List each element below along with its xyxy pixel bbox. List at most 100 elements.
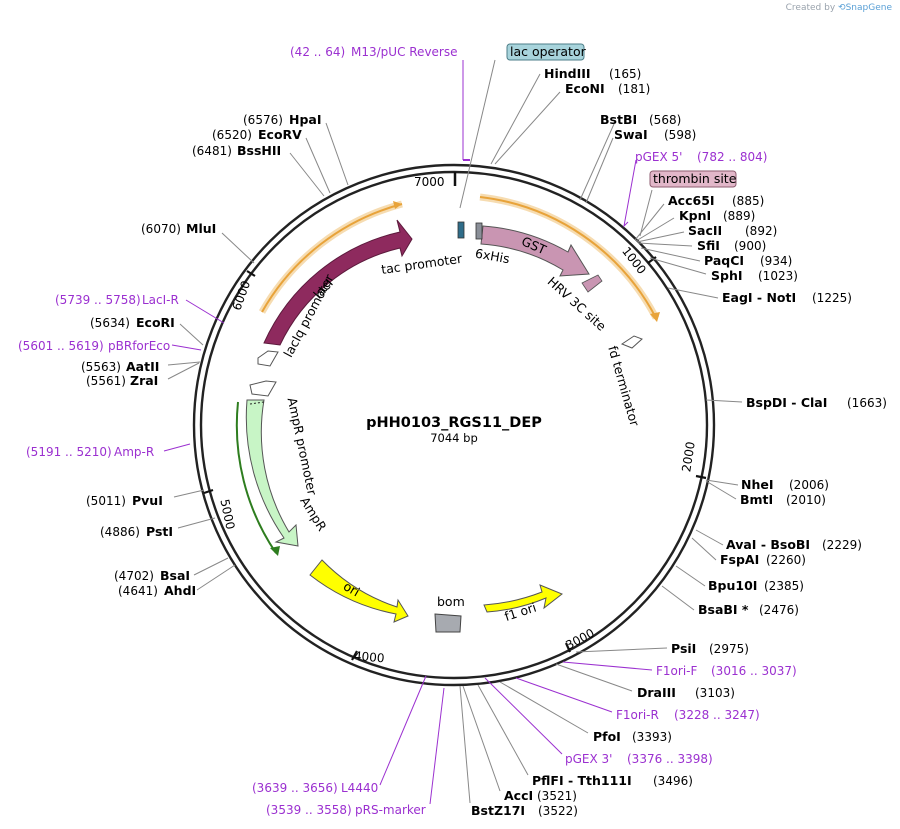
laci-arrow <box>263 219 413 346</box>
enzyme-paqci-part <box>640 247 701 262</box>
plasmid-name: pHH0103_RGS11_DEP <box>366 415 542 431</box>
enzyme-ecorv-part: EcoRV <box>258 127 302 142</box>
enzyme-eagi-noti-part: (1225) <box>812 291 852 305</box>
tac-promoter-label: tac promoter <box>380 251 464 277</box>
enzyme-hpai-part <box>325 122 349 186</box>
enzyme-pvui-part: PvuI <box>132 493 163 508</box>
enzyme-bstz17i-part: BstZ17I <box>471 803 525 818</box>
enzyme-fspai-part: FspAI <box>720 552 759 567</box>
enzyme-aatii-part <box>167 361 201 366</box>
enzyme-bspdi-clai: BspDI - ClaI(1663) <box>705 395 887 410</box>
enzyme-bsai-part <box>193 557 229 576</box>
his-label: 6xHis <box>474 246 511 267</box>
enzyme-ahdi: AhdI(4641) <box>118 564 236 598</box>
primer-f1ori-f-part: (3016 .. 3037) <box>711 664 797 678</box>
enzyme-bmti: BmtI(2010) <box>705 480 826 507</box>
enzyme-zrai-part: ZraI <box>130 373 158 388</box>
primer-prs-marker-part: pRS-marker <box>355 803 426 817</box>
enzyme-psii: PsiI(2975) <box>575 641 749 656</box>
gst-region-line <box>479 196 657 319</box>
enzyme-pvui-part <box>173 489 205 498</box>
ampr-arrow <box>245 399 299 547</box>
enzyme-zrai: ZraI(5561) <box>86 362 200 388</box>
enzyme-acc65i-part: Acc65I <box>668 193 715 208</box>
enzyme-bpu10i: Bpu10I(2385) <box>675 565 804 593</box>
bom-feature <box>434 613 462 633</box>
enzyme-nhei-part: NheI <box>741 477 774 492</box>
enzyme-bsai: BsaI(4702) <box>114 557 229 583</box>
enzyme-econi-part <box>494 91 561 165</box>
primer-pgex-3-part: (3376 .. 3398) <box>627 752 713 766</box>
enzyme-paqci-part: PaqCI <box>704 253 744 268</box>
enzyme-paqci: PaqCI (934) <box>640 247 792 268</box>
ampr-region-arrowhead <box>270 546 280 556</box>
enzyme-eagi-noti: EagI - NotI(1225) <box>667 287 852 305</box>
primer-laci-r-part: (5739 .. 5758) <box>55 293 141 307</box>
enzyme-swai: SwaI(598) <box>585 127 696 204</box>
primer-m13-puc-reverse: (42 .. 64)M13/pUC Reverse <box>290 45 470 161</box>
enzyme-mlui-part: MluI <box>186 221 216 236</box>
enzyme-kpni: KpnI(889) <box>635 208 755 242</box>
enzyme-pfoi-part <box>499 681 589 734</box>
lac-operator-box <box>506 43 585 61</box>
primer-pbrforeco-part: (5601 .. 5619) <box>18 339 104 353</box>
enzyme-ecorv-part <box>305 137 331 194</box>
thrombin-leader <box>639 189 653 237</box>
enzyme-draiii: DraIII(3103) <box>555 663 735 700</box>
enzyme-hindiii-part: HindIII <box>544 66 591 81</box>
enzyme-bstz17i: BstZ17I(3522) <box>459 685 578 818</box>
gst-region-arrowhead <box>650 312 660 322</box>
tick-4000: 4000 <box>353 649 385 666</box>
primer-f1ori-f-part <box>562 661 653 671</box>
primer-pgex-3-part: pGEX 3' <box>565 752 612 766</box>
enzyme-bmti-part <box>705 480 737 500</box>
enzyme-pfoi-part: PfoI <box>593 729 621 744</box>
enzyme-ahdi-part <box>196 564 236 591</box>
enzyme-pflfi-tth111i-part: PflFI - Tth111I <box>532 773 632 788</box>
primer-pgex-5-part: (782 .. 804) <box>697 150 767 164</box>
enzyme-acci-part: AccI <box>504 788 533 803</box>
enzyme-ahdi-part: AhdI <box>164 583 196 598</box>
credit-brand: SnapGene <box>845 3 892 13</box>
f1-ori-arrow <box>483 584 563 613</box>
credit-prefix: Created by <box>785 3 836 13</box>
enzyme-bstz17i-part <box>459 685 471 804</box>
enzyme-avai-bsobi-part: AvaI - BsoBI <box>726 537 810 552</box>
lac-operator-leader <box>459 59 496 209</box>
enzyme-ecori: EcoRI(5634) <box>90 315 204 346</box>
enzyme-psii-part: PsiI <box>671 641 696 656</box>
gst-arrow <box>480 225 590 277</box>
enzyme-bsshii-part <box>289 152 325 197</box>
primer-prs-marker-part <box>429 687 445 805</box>
enzyme-pflfi-tth111i-part <box>477 684 529 776</box>
enzyme-bspdi-clai-part <box>705 399 743 403</box>
enzyme-acci-part: (3521) <box>537 789 577 803</box>
primer-pgex-3-part <box>484 677 563 755</box>
tick-5000-mark <box>203 488 214 495</box>
enzyme-pvui: PvuI(5011) <box>86 489 205 508</box>
primer-pbrforeco: (5601 .. 5619)pBRforEco <box>18 339 202 353</box>
enzyme-mlui-part: (6070) <box>141 222 181 236</box>
primer-f1ori-r-part: (3228 .. 3247) <box>674 708 760 722</box>
enzyme-pfoi: PfoI(3393) <box>499 681 672 744</box>
enzyme-acci-part <box>462 685 501 792</box>
primer-laci-r-part <box>185 299 225 324</box>
enzyme-sacii-part: (892) <box>745 224 777 238</box>
enzyme-bsai-part: BsaI <box>160 568 190 583</box>
enzyme-psti: PstI(4886) <box>100 517 216 539</box>
enzyme-fspai-part: (2260) <box>766 553 806 567</box>
enzyme-kpni-part <box>635 217 675 242</box>
primer-amp-r-part <box>163 443 191 452</box>
enzyme-hpai-part: HpaI <box>289 112 322 127</box>
laci-region-highlight <box>258 200 403 314</box>
enzyme-sacii: SacII(892) <box>636 223 777 243</box>
enzyme-hpai-part: (6576) <box>243 113 283 127</box>
enzyme-paqci-part: (934) <box>760 254 792 268</box>
enzyme-sphi: SphI(1023) <box>649 257 798 283</box>
enzyme-bsshii-part: (6481) <box>192 144 232 158</box>
tick-2000: 2000 <box>679 441 698 473</box>
primer-pbrforeco-part <box>171 344 202 351</box>
primer-amp-r: (5191 .. 5210)Amp-R <box>26 443 191 459</box>
enzyme-bspdi-clai-part: (1663) <box>847 396 887 410</box>
